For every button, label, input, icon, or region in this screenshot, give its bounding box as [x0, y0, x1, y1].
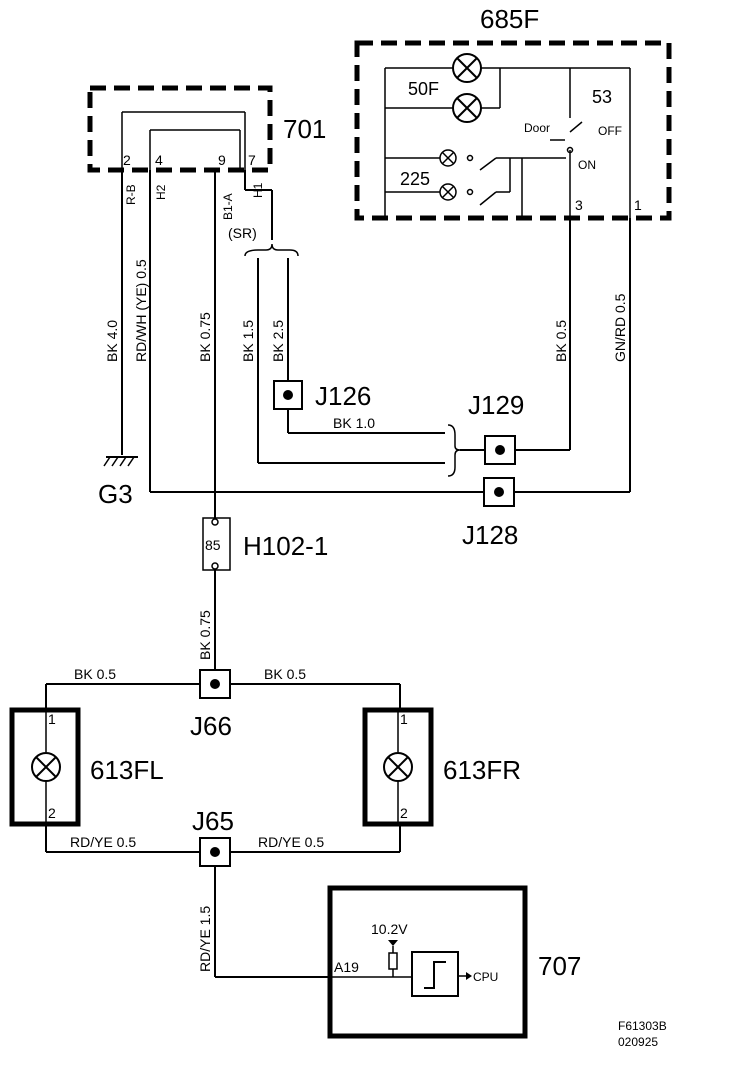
- wire-label-bk10: BK 1.0: [333, 415, 375, 431]
- wire-label-gnrd: GN/RD 0.5: [612, 293, 628, 362]
- label-j66: J66: [190, 711, 232, 741]
- connector-j66: [199, 669, 231, 699]
- pin-701-9: 9: [218, 152, 226, 168]
- pin-685f-1: 1: [634, 197, 642, 213]
- component-701-internal-wiring: [121, 111, 246, 170]
- wire-label-rdye-r: RD/YE 0.5: [258, 834, 324, 850]
- label-a19: A19: [334, 959, 359, 975]
- connector-j126: [273, 380, 303, 410]
- component-707-internal: [330, 940, 472, 997]
- footer-code: F61303B: [618, 1019, 667, 1033]
- lamp-613fl-icon: [31, 712, 61, 822]
- label-701: 701: [283, 114, 326, 144]
- label-225: 225: [400, 169, 430, 189]
- pin-fl-2: 2: [48, 805, 56, 821]
- lamp-50f-upper-icon: [452, 53, 482, 83]
- label-53: 53: [592, 87, 612, 107]
- label-cpu: CPU: [473, 970, 498, 984]
- component-685f-box: [354, 40, 672, 221]
- label-j129: J129: [468, 390, 524, 420]
- pin-label-b1a: B1-A: [221, 193, 235, 220]
- footer-date: 020925: [618, 1035, 658, 1049]
- label-g3: G3: [98, 479, 133, 509]
- wire-label-rdye-l: RD/YE 0.5: [70, 834, 136, 850]
- wires: [45, 170, 631, 978]
- label-707: 707: [538, 951, 581, 981]
- lamp-50f-lower-icon: [452, 93, 482, 123]
- label-50f: 50F: [408, 79, 439, 99]
- pin-fr-2: 2: [400, 805, 408, 821]
- label-on: ON: [578, 158, 596, 172]
- label-door: Door: [524, 121, 550, 135]
- wire-label-bk25: BK 2.5: [270, 320, 286, 362]
- ground-g3-icon: [103, 456, 138, 467]
- wire-label-bk05r: BK 0.5: [264, 666, 306, 682]
- pin-701-2: 2: [123, 152, 131, 168]
- wire-label-bk075a: BK 0.75: [197, 312, 213, 362]
- pin-685f-3: 3: [575, 197, 583, 213]
- label-685f: 685F: [480, 4, 539, 34]
- connector-j65: [199, 837, 231, 867]
- label-613fr: 613FR: [443, 755, 521, 785]
- relay-h102-1: [202, 517, 231, 571]
- lamp-613fr-icon: [383, 712, 413, 822]
- connector-j128: [483, 477, 515, 507]
- wire-label-rdwh: RD/WH (YE) 0.5: [133, 259, 149, 362]
- label-off: OFF: [598, 124, 622, 138]
- wire-label-bk05l: BK 0.5: [74, 666, 116, 682]
- pin-fr-1: 1: [400, 711, 408, 727]
- connector-j129: [484, 435, 516, 465]
- pin-701-4: 4: [155, 152, 163, 168]
- component-685f-internal-wiring: [384, 67, 631, 218]
- label-j128: J128: [462, 520, 518, 550]
- wire-label-bk40: BK 4.0: [104, 320, 120, 362]
- wire-label-bk075b: BK 0.75: [197, 610, 213, 660]
- label-j126: J126: [315, 381, 371, 411]
- label-10-2v: 10.2V: [371, 921, 408, 937]
- label-sr: (SR): [228, 225, 257, 241]
- pin-701-7: 7: [248, 152, 256, 168]
- component-613fr-box: [362, 707, 434, 827]
- wire-label-rdye15: RD/YE 1.5: [197, 906, 213, 972]
- pin-label-h2: H2: [154, 184, 168, 200]
- label-h102: H102-1: [243, 531, 328, 561]
- wire-label-bk05a: BK 0.5: [553, 320, 569, 362]
- label-j65: J65: [192, 806, 234, 836]
- component-701-box: [87, 85, 273, 173]
- pin-label-rb: R-B: [124, 184, 138, 205]
- label-613fl: 613FL: [90, 755, 164, 785]
- component-707-box: [327, 885, 528, 1039]
- wire-label-bk15: BK 1.5: [240, 320, 256, 362]
- pin-fl-1: 1: [48, 711, 56, 727]
- relay-pin-85: 85: [205, 537, 221, 553]
- component-613fl-box: [9, 707, 81, 827]
